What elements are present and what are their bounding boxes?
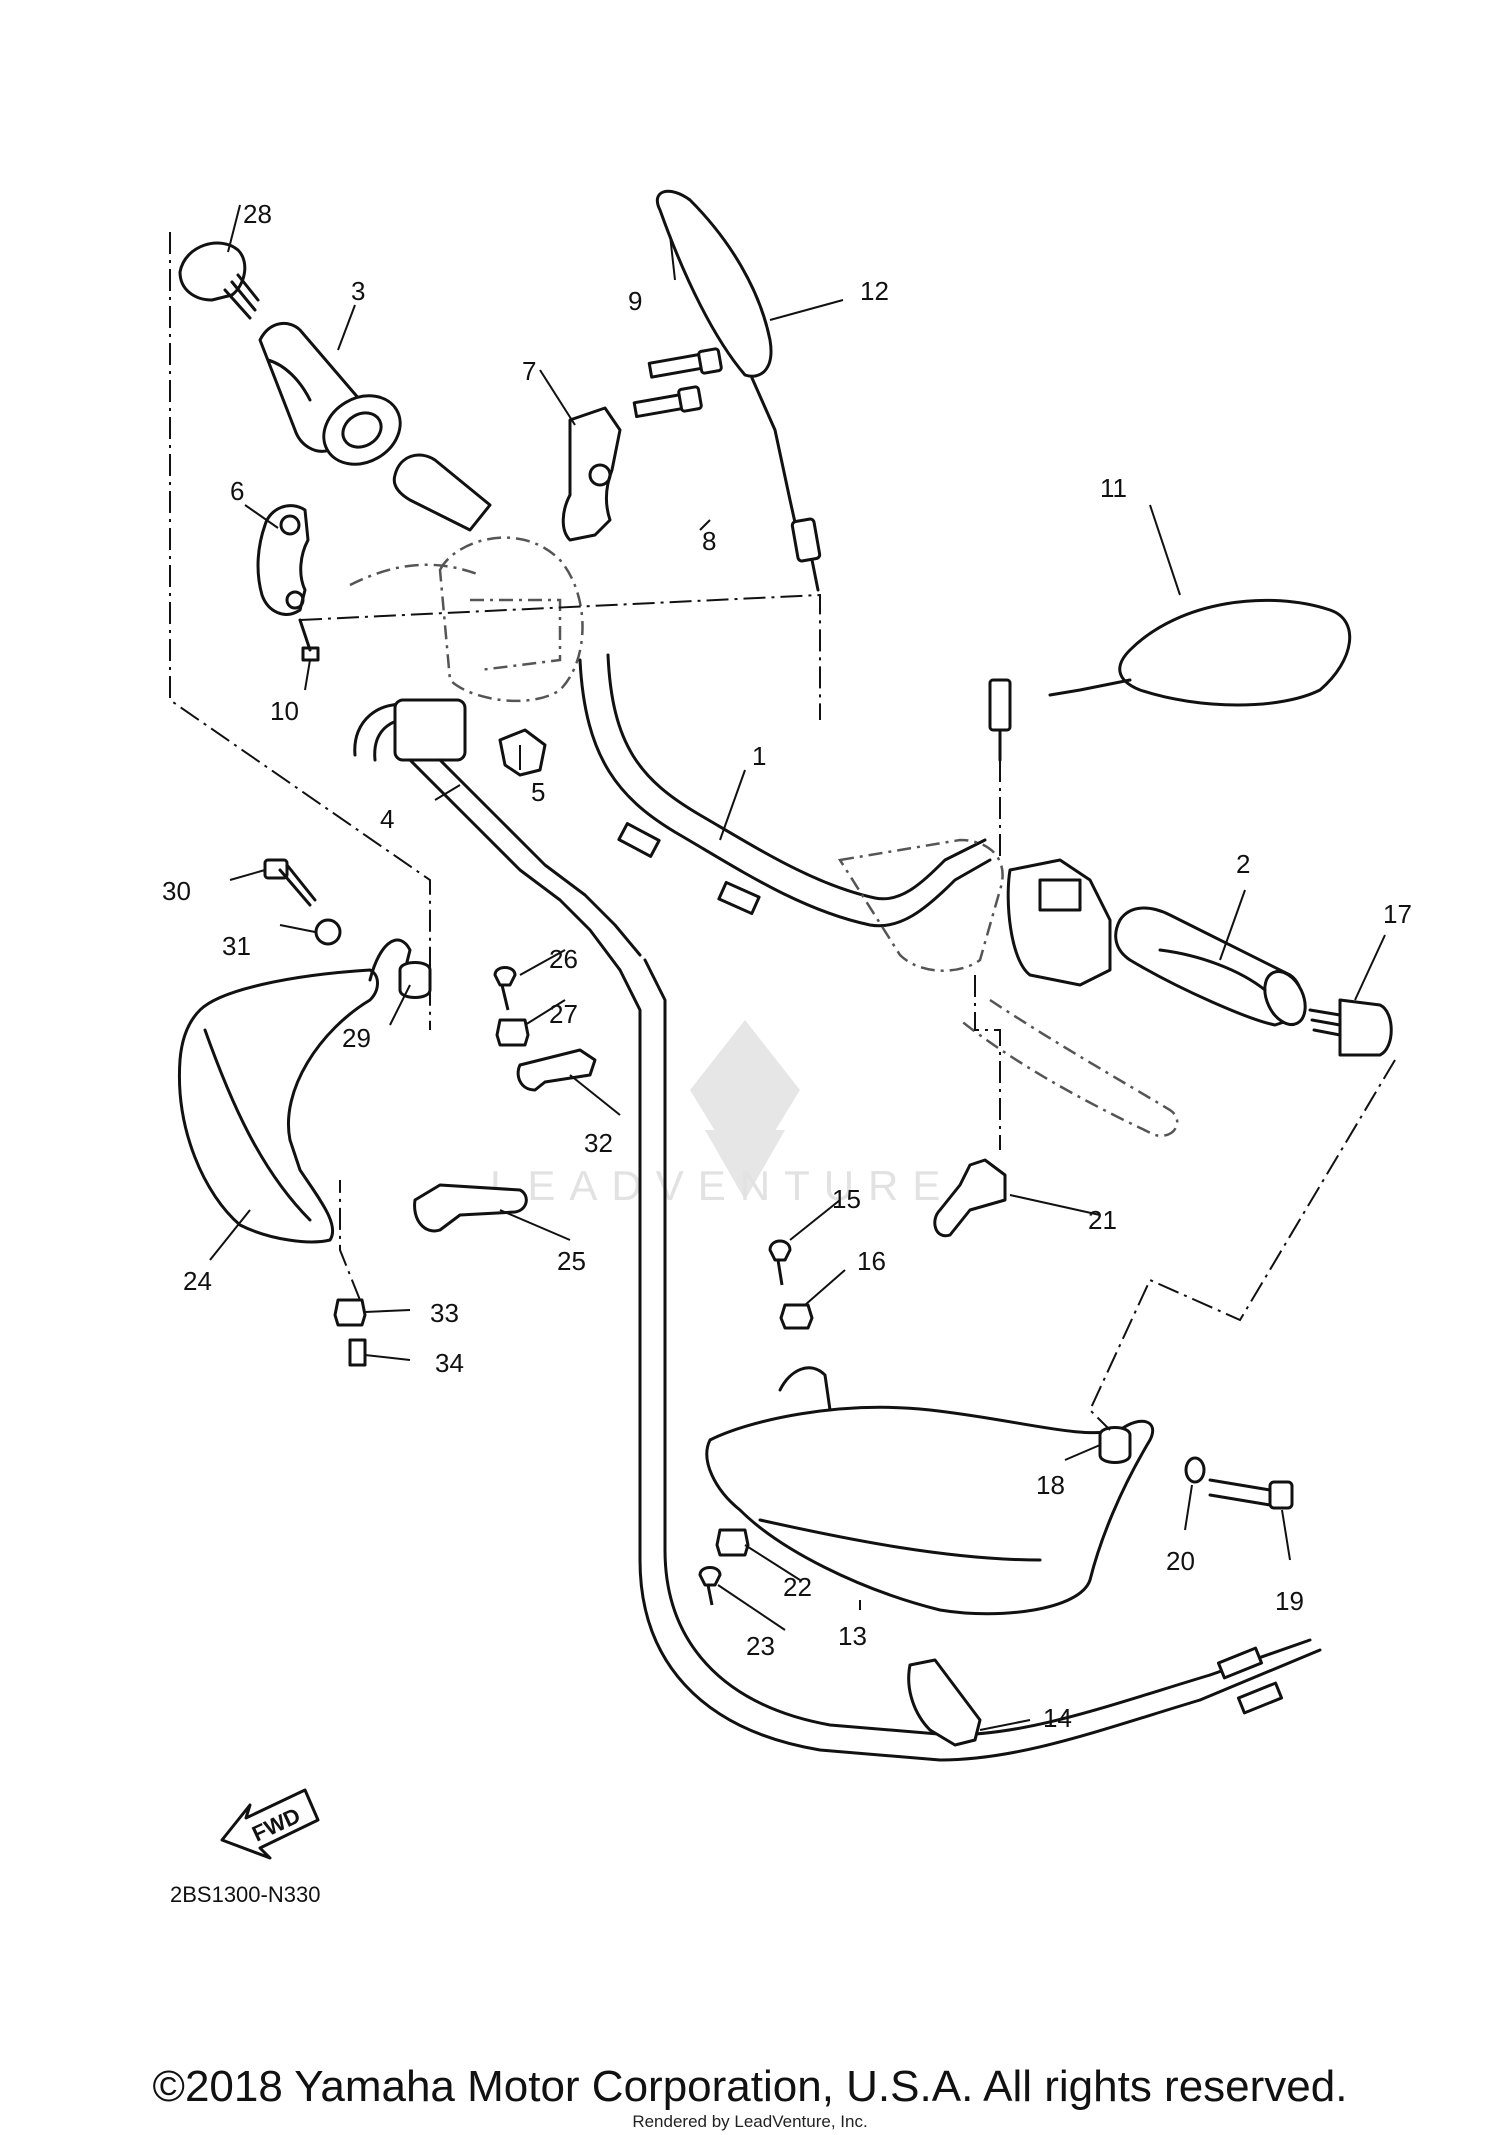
fwd-arrow-icon: FWD xyxy=(220,1788,320,1860)
callout-5: 5 xyxy=(531,777,545,807)
callout-34: 34 xyxy=(435,1348,464,1378)
callout-28: 28 xyxy=(243,199,272,229)
callout-23: 23 xyxy=(746,1631,775,1661)
callout-31: 31 xyxy=(222,931,251,961)
callout-10: 10 xyxy=(270,696,299,726)
throttle-holder-lower xyxy=(256,504,310,616)
assembly-line xyxy=(974,975,1001,1150)
callout-15: 15 xyxy=(832,1184,861,1214)
callout-2: 2 xyxy=(1236,849,1250,879)
throttle-holder-upper xyxy=(561,406,622,542)
callout-18: 18 xyxy=(1036,1470,1065,1500)
callout-22: 22 xyxy=(783,1572,812,1602)
callout-1: 1 xyxy=(752,741,766,771)
watermark-logo: LEADVENTURE xyxy=(490,1020,954,1209)
assembly-line xyxy=(339,1180,361,1301)
callout-25: 25 xyxy=(557,1246,586,1276)
bolt-30 xyxy=(263,858,317,907)
part-code: 2BS1300-N330 xyxy=(170,1882,320,1907)
bolt-19 xyxy=(1208,1478,1294,1510)
callout-9: 9 xyxy=(628,286,642,316)
left-grip xyxy=(258,321,402,466)
screw-8 xyxy=(647,347,723,379)
callout-13: 13 xyxy=(838,1621,867,1651)
assembly-line xyxy=(169,232,431,1030)
callout-3: 3 xyxy=(351,276,365,306)
right-mirror xyxy=(988,598,1352,762)
leader-lines xyxy=(209,204,1386,1731)
callout-33: 33 xyxy=(430,1298,459,1328)
callout-11: 11 xyxy=(1100,473,1127,503)
cable-holder xyxy=(353,698,642,972)
right-grip xyxy=(1114,906,1307,1027)
left-switch-housing xyxy=(349,536,584,703)
callout-labels: 1 2 3 4 5 6 7 8 9 10 11 12 13 14 15 16 1… xyxy=(162,199,1412,1733)
callout-12: 12 xyxy=(860,276,889,306)
callout-20: 20 xyxy=(1166,1546,1195,1576)
callout-16: 16 xyxy=(857,1246,886,1276)
watermark-text: LEADVENTURE xyxy=(490,1162,954,1209)
callout-27: 27 xyxy=(549,999,578,1029)
assembly-line xyxy=(1088,1059,1396,1431)
left-handguard xyxy=(177,938,412,1244)
callout-32: 32 xyxy=(584,1128,613,1158)
callout-8: 8 xyxy=(702,526,716,556)
screw-9 xyxy=(632,385,703,419)
callout-4: 4 xyxy=(380,804,394,834)
left-grip-end xyxy=(178,241,260,320)
handlebar xyxy=(578,653,992,928)
throttle-cables xyxy=(618,958,1322,1762)
callout-17: 17 xyxy=(1383,899,1412,929)
callout-30: 30 xyxy=(162,876,191,906)
callout-26: 26 xyxy=(549,944,578,974)
left-mirror xyxy=(655,189,822,592)
copyright-notice: ©2018 Yamaha Motor Corporation, U.S.A. A… xyxy=(152,2062,1348,2111)
callout-6: 6 xyxy=(230,476,244,506)
assembly-line xyxy=(299,593,821,720)
callout-19: 19 xyxy=(1275,1586,1304,1616)
callout-7: 7 xyxy=(522,356,536,386)
right-switch-housing xyxy=(837,838,1179,1138)
callout-14: 14 xyxy=(1043,1703,1072,1733)
right-switch xyxy=(1006,858,1112,987)
right-handguard xyxy=(705,1366,1155,1616)
callout-24: 24 xyxy=(183,1266,212,1296)
rendered-by-notice: Rendered by LeadVenture, Inc. xyxy=(632,2112,868,2131)
callout-21: 21 xyxy=(1088,1205,1117,1235)
callout-29: 29 xyxy=(342,1023,371,1053)
right-grip-end xyxy=(1308,998,1393,1057)
